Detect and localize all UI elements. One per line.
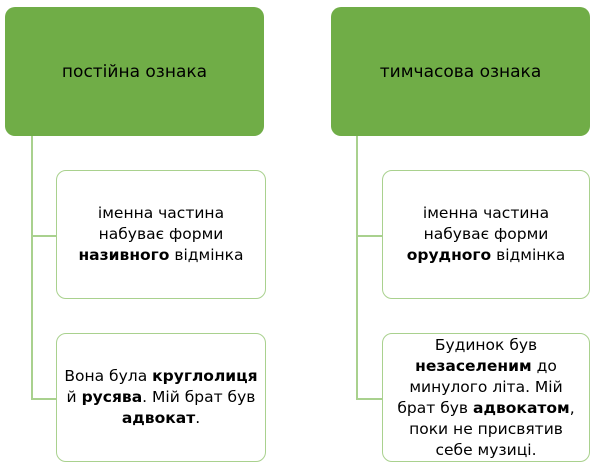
emphasized-word: орудного	[406, 246, 492, 264]
text-run: .	[195, 409, 201, 427]
text-run: іменна частина набуває форми	[97, 204, 225, 243]
text-run: до минулого літа. Мій брат був	[397, 356, 563, 417]
emphasized-word: незаселеним	[415, 356, 532, 375]
text-run: відмінка	[169, 246, 244, 264]
connector-branch-right-2	[356, 398, 382, 400]
text-run: іменна частина набуває форми	[422, 204, 550, 243]
child-box-nominative: іменна частина набуває форми називного в…	[56, 170, 266, 299]
child-text: Вона була круглолиця й русява. Мій брат …	[63, 366, 259, 429]
connector-branch-right-1	[356, 235, 382, 237]
text-run: відмінка	[491, 246, 566, 264]
header-label: постійна ознака	[61, 61, 208, 82]
emphasized-word: називного	[78, 246, 170, 264]
text-run: Будинок був	[434, 335, 538, 354]
connector-branch-left-2	[31, 398, 56, 400]
child-text: іменна частина набуває форми називного в…	[63, 203, 259, 266]
emphasized-word: адвокат	[121, 409, 196, 427]
text-run: Вона була	[64, 367, 153, 385]
child-box-example-permanent: Вона була круглолиця й русява. Мій брат …	[56, 333, 266, 462]
connector-branch-left-1	[31, 235, 56, 237]
header-temporary-feature: тимчасова ознака	[331, 7, 590, 136]
emphasized-word: круглолиця	[152, 367, 258, 385]
connector-vertical-right	[356, 136, 358, 399]
text-run: й	[66, 388, 82, 406]
text-run: , поки не присвятив себе музиці.	[409, 398, 575, 459]
child-box-instrumental: іменна частина набуває форми орудного ві…	[382, 170, 590, 299]
emphasized-word: русява	[81, 388, 143, 406]
connector-vertical-left	[31, 136, 33, 399]
text-run: . Мій брат був	[142, 388, 256, 406]
child-box-example-temporary: Будинок був незаселеним до минулого літа…	[382, 333, 590, 462]
child-text: іменна частина набуває форми орудного ві…	[389, 203, 583, 266]
header-label: тимчасова ознака	[379, 61, 542, 82]
emphasized-word: адвокатом	[473, 398, 570, 417]
child-text: Будинок був незаселеним до минулого літа…	[389, 335, 583, 461]
header-permanent-feature: постійна ознака	[5, 7, 264, 136]
